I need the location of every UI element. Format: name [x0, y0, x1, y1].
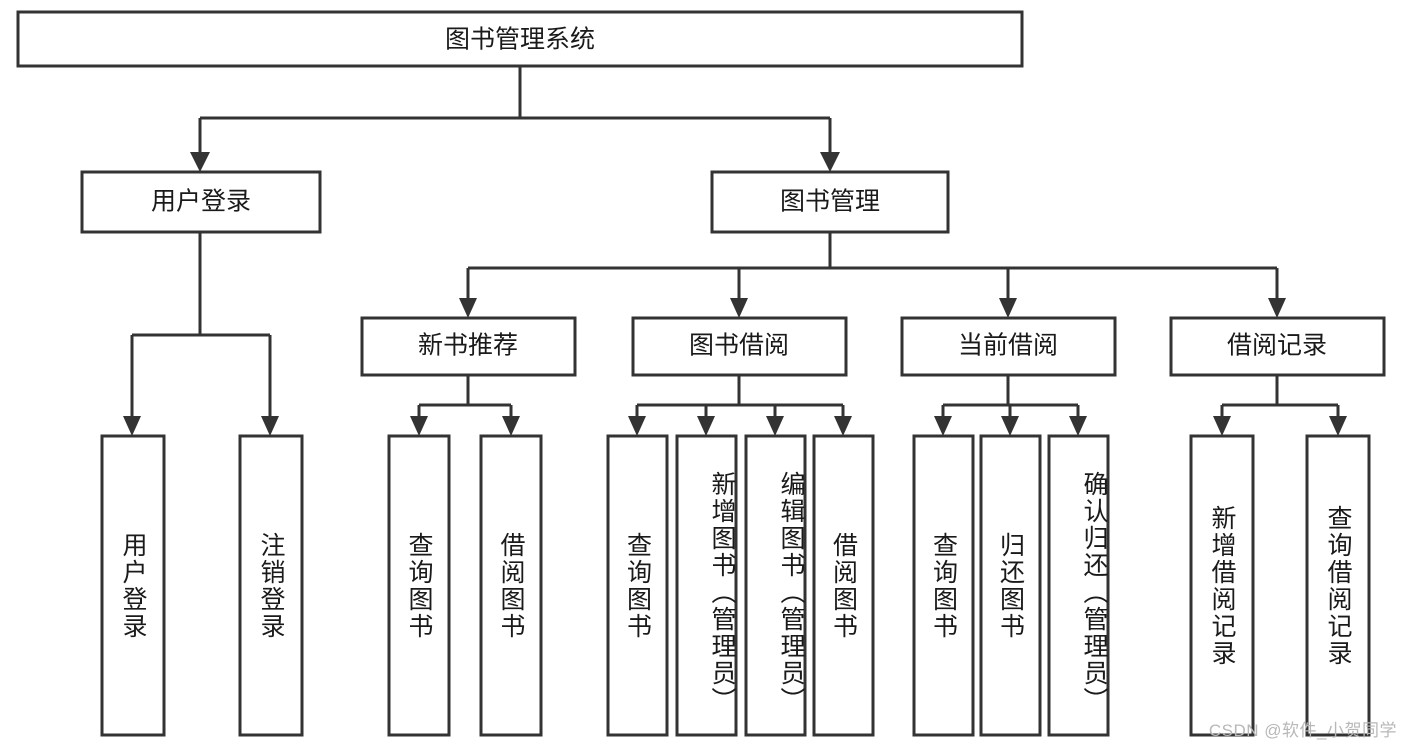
- arrow-head-book-borrow: [730, 298, 748, 318]
- node-new-book-recommend-label: 新书推荐: [418, 332, 518, 360]
- node-leaf-edit-book-admin-box[interactable]: [744, 434, 807, 737]
- arrow-head-leaf-user-login: [123, 416, 141, 436]
- node-leaf-logout-login-box[interactable]: [238, 434, 304, 737]
- node-leaf-add-book-admin-box[interactable]: [675, 434, 738, 737]
- arrow-head-leaf-return-book: [1001, 416, 1019, 436]
- node-book-manage-label: 图书管理: [780, 188, 880, 216]
- node-current-borrow-box[interactable]: [900, 316, 1117, 377]
- node-book-manage-box[interactable]: [710, 170, 950, 234]
- node-book-borrow-label: 图书借阅: [689, 332, 789, 360]
- node-book-borrow[interactable]: 图书借阅: [631, 316, 848, 377]
- arrow-head-leaf-query-borrow-record: [1329, 416, 1347, 436]
- node-root[interactable]: 图书管理系统: [16, 10, 1024, 68]
- node-new-book-recommend[interactable]: 新书推荐: [360, 316, 577, 377]
- connector-root-to-level2: [190, 66, 840, 172]
- node-leaf-query-book-1-box[interactable]: [387, 434, 451, 737]
- arrow-head-leaf-query-book-1: [410, 416, 428, 436]
- connector-borrow-record-to-leaves: [1213, 375, 1347, 436]
- connector-new-book-recommend-to-leaves: [410, 375, 520, 436]
- node-leaf-borrow-book-1-box[interactable]: [479, 434, 543, 737]
- arrow-head-leaf-add-borrow-record: [1213, 416, 1231, 436]
- arrow-head-leaf-borrow-book-2: [834, 416, 852, 436]
- leaf-boxes: [100, 434, 1371, 737]
- node-new-book-recommend-box[interactable]: [360, 316, 577, 377]
- node-borrow-record[interactable]: 借阅记录: [1169, 316, 1386, 377]
- node-leaf-query-book-3-box[interactable]: [912, 434, 975, 737]
- node-book-borrow-box[interactable]: [631, 316, 848, 377]
- node-leaf-query-book-2-box[interactable]: [606, 434, 669, 737]
- arrow-head-leaf-borrow-book-1: [502, 416, 520, 436]
- arrow-head-book-manage: [820, 152, 840, 172]
- connector-current-borrow-to-leaves: [934, 375, 1087, 436]
- connector-book-manage-to-level3: [459, 232, 1286, 318]
- arrow-head-current-borrow: [999, 298, 1017, 318]
- connector-book-borrow-to-leaves: [628, 375, 852, 436]
- node-leaf-borrow-book-2-box[interactable]: [812, 434, 875, 737]
- node-user-login-label: 用户登录: [151, 188, 251, 216]
- arrow-head-leaf-query-book-2: [628, 416, 646, 436]
- arrow-head-new-book-recommend: [459, 298, 477, 318]
- node-book-manage[interactable]: 图书管理: [710, 170, 950, 234]
- node-borrow-record-label: 借阅记录: [1227, 332, 1327, 360]
- node-user-login-box[interactable]: [80, 170, 322, 234]
- arrow-head-leaf-add-book-admin: [697, 416, 715, 436]
- node-root-label: 图书管理系统: [445, 26, 595, 54]
- node-leaf-confirm-return-admin-box[interactable]: [1047, 434, 1110, 737]
- arrow-head-borrow-record: [1268, 298, 1286, 318]
- arrow-head-leaf-confirm-return-admin: [1069, 416, 1087, 436]
- node-leaf-return-book-box[interactable]: [979, 434, 1042, 737]
- arrow-head-user-login: [190, 152, 210, 172]
- node-borrow-record-box[interactable]: [1169, 316, 1386, 377]
- node-leaf-query-borrow-record-box[interactable]: [1305, 434, 1371, 737]
- csdn-watermark: CSDN @软件_小贺同学: [1208, 721, 1397, 740]
- arrow-head-leaf-query-book-3: [934, 416, 952, 436]
- connector-user-login-to-leaves: [123, 232, 279, 436]
- node-leaf-add-borrow-record-box[interactable]: [1189, 434, 1255, 737]
- arrow-head-leaf-edit-book-admin: [766, 416, 784, 436]
- node-leaf-user-login-box[interactable]: [100, 434, 166, 737]
- node-current-borrow[interactable]: 当前借阅: [900, 316, 1117, 377]
- node-user-login[interactable]: 用户登录: [80, 170, 322, 234]
- node-root-box[interactable]: [16, 10, 1024, 68]
- arrow-head-leaf-logout-login: [261, 416, 279, 436]
- node-current-borrow-label: 当前借阅: [958, 332, 1058, 360]
